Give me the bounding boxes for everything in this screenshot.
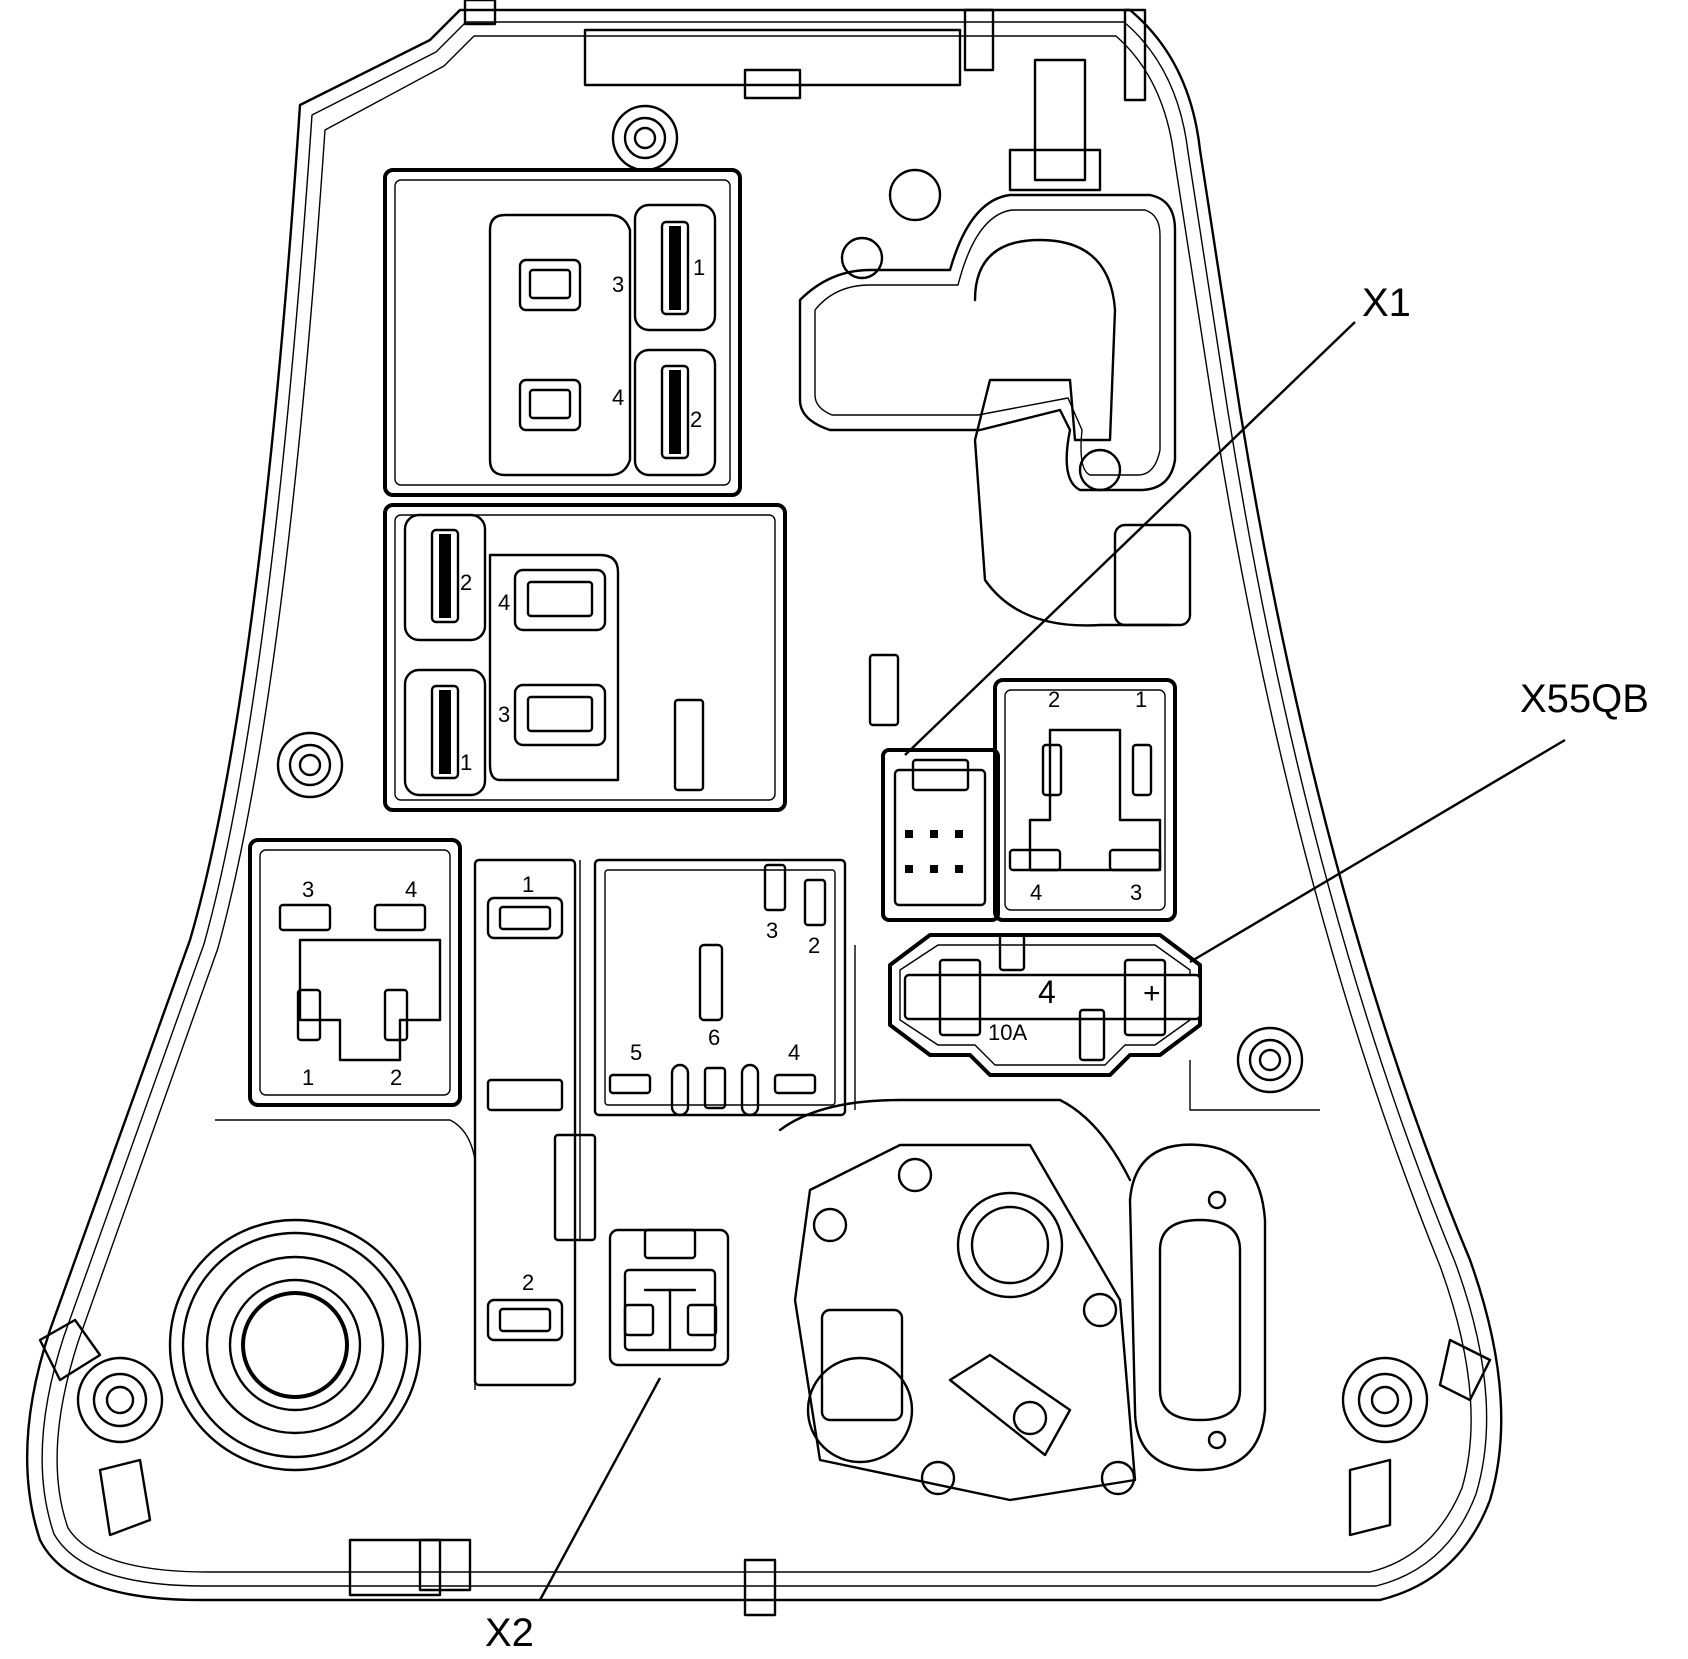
- relay-left-pin-1: 1: [302, 1065, 314, 1090]
- fuse-rating: 10A: [988, 1020, 1027, 1045]
- relay-right-pin-3: 3: [1130, 880, 1142, 905]
- housing-outline: [26, 0, 1503, 1617]
- fuse-plus-sign: +: [1143, 977, 1161, 1010]
- fuse-strip-label-1: 1: [522, 872, 534, 897]
- callout-leaders: [538, 321, 1566, 1601]
- center-pin-6: 6: [708, 1025, 720, 1050]
- grommet-large: [168, 1218, 422, 1472]
- screw-left: [276, 731, 344, 799]
- fuse-strip-label-2: 2: [522, 1270, 534, 1295]
- callout-x1: X1: [1362, 281, 1411, 325]
- relay-right-pin-1: 1: [1135, 687, 1147, 712]
- fuse-holder-x55qb: 4 + 10A: [888, 933, 1202, 1077]
- relay-top-pin-4: 4: [612, 385, 624, 410]
- upper-right-bracket: [798, 168, 1192, 627]
- relay-top-pin-1: 1: [693, 255, 705, 280]
- relay-right: 2 1 4 3: [993, 678, 1177, 922]
- center-pin-3: 3: [766, 918, 778, 943]
- screw-bottom-right: [1341, 1338, 1492, 1537]
- center-pin-2: 2: [808, 933, 820, 958]
- relay-left-pin-2: 2: [390, 1065, 402, 1090]
- relay-top-pin-2: 2: [690, 407, 702, 432]
- screw-right: [1236, 1026, 1304, 1094]
- screw-top: [611, 104, 679, 172]
- relay-middle: 2 1 4 3: [383, 503, 787, 812]
- bottom-right-assembly: [778, 1098, 1267, 1502]
- relay-mid-pin-4: 4: [498, 590, 510, 615]
- relay-top-pin-3: 3: [612, 272, 624, 297]
- relay-right-pin-4: 4: [1030, 880, 1042, 905]
- fuse-strip: 1 2: [473, 858, 577, 1387]
- relay-left-pin-3: 3: [302, 877, 314, 902]
- callout-x55qb: X55QB: [1520, 677, 1649, 721]
- internal-walls: [215, 653, 1320, 1390]
- relay-mid-pin-3: 3: [498, 702, 510, 727]
- relay-mid-pin-1: 1: [460, 750, 472, 775]
- relay-mid-pin-2: 2: [460, 570, 472, 595]
- callout-x2: X2: [485, 1611, 534, 1655]
- fuse-number: 4: [1038, 974, 1056, 1010]
- relay-top: 1 2 3 4: [383, 168, 742, 497]
- center-block: 3 2 5 6 4: [593, 858, 847, 1117]
- center-pin-5: 5: [630, 1040, 642, 1065]
- connector-x2: [608, 1228, 730, 1367]
- screw-bottom-left: [38, 1318, 164, 1537]
- relay-left: 3 4 1 2: [248, 838, 462, 1107]
- relay-left-pin-4: 4: [405, 877, 417, 902]
- relay-right-pin-2: 2: [1048, 687, 1060, 712]
- center-pin-4: 4: [788, 1040, 800, 1065]
- connector-x1: [881, 748, 1000, 922]
